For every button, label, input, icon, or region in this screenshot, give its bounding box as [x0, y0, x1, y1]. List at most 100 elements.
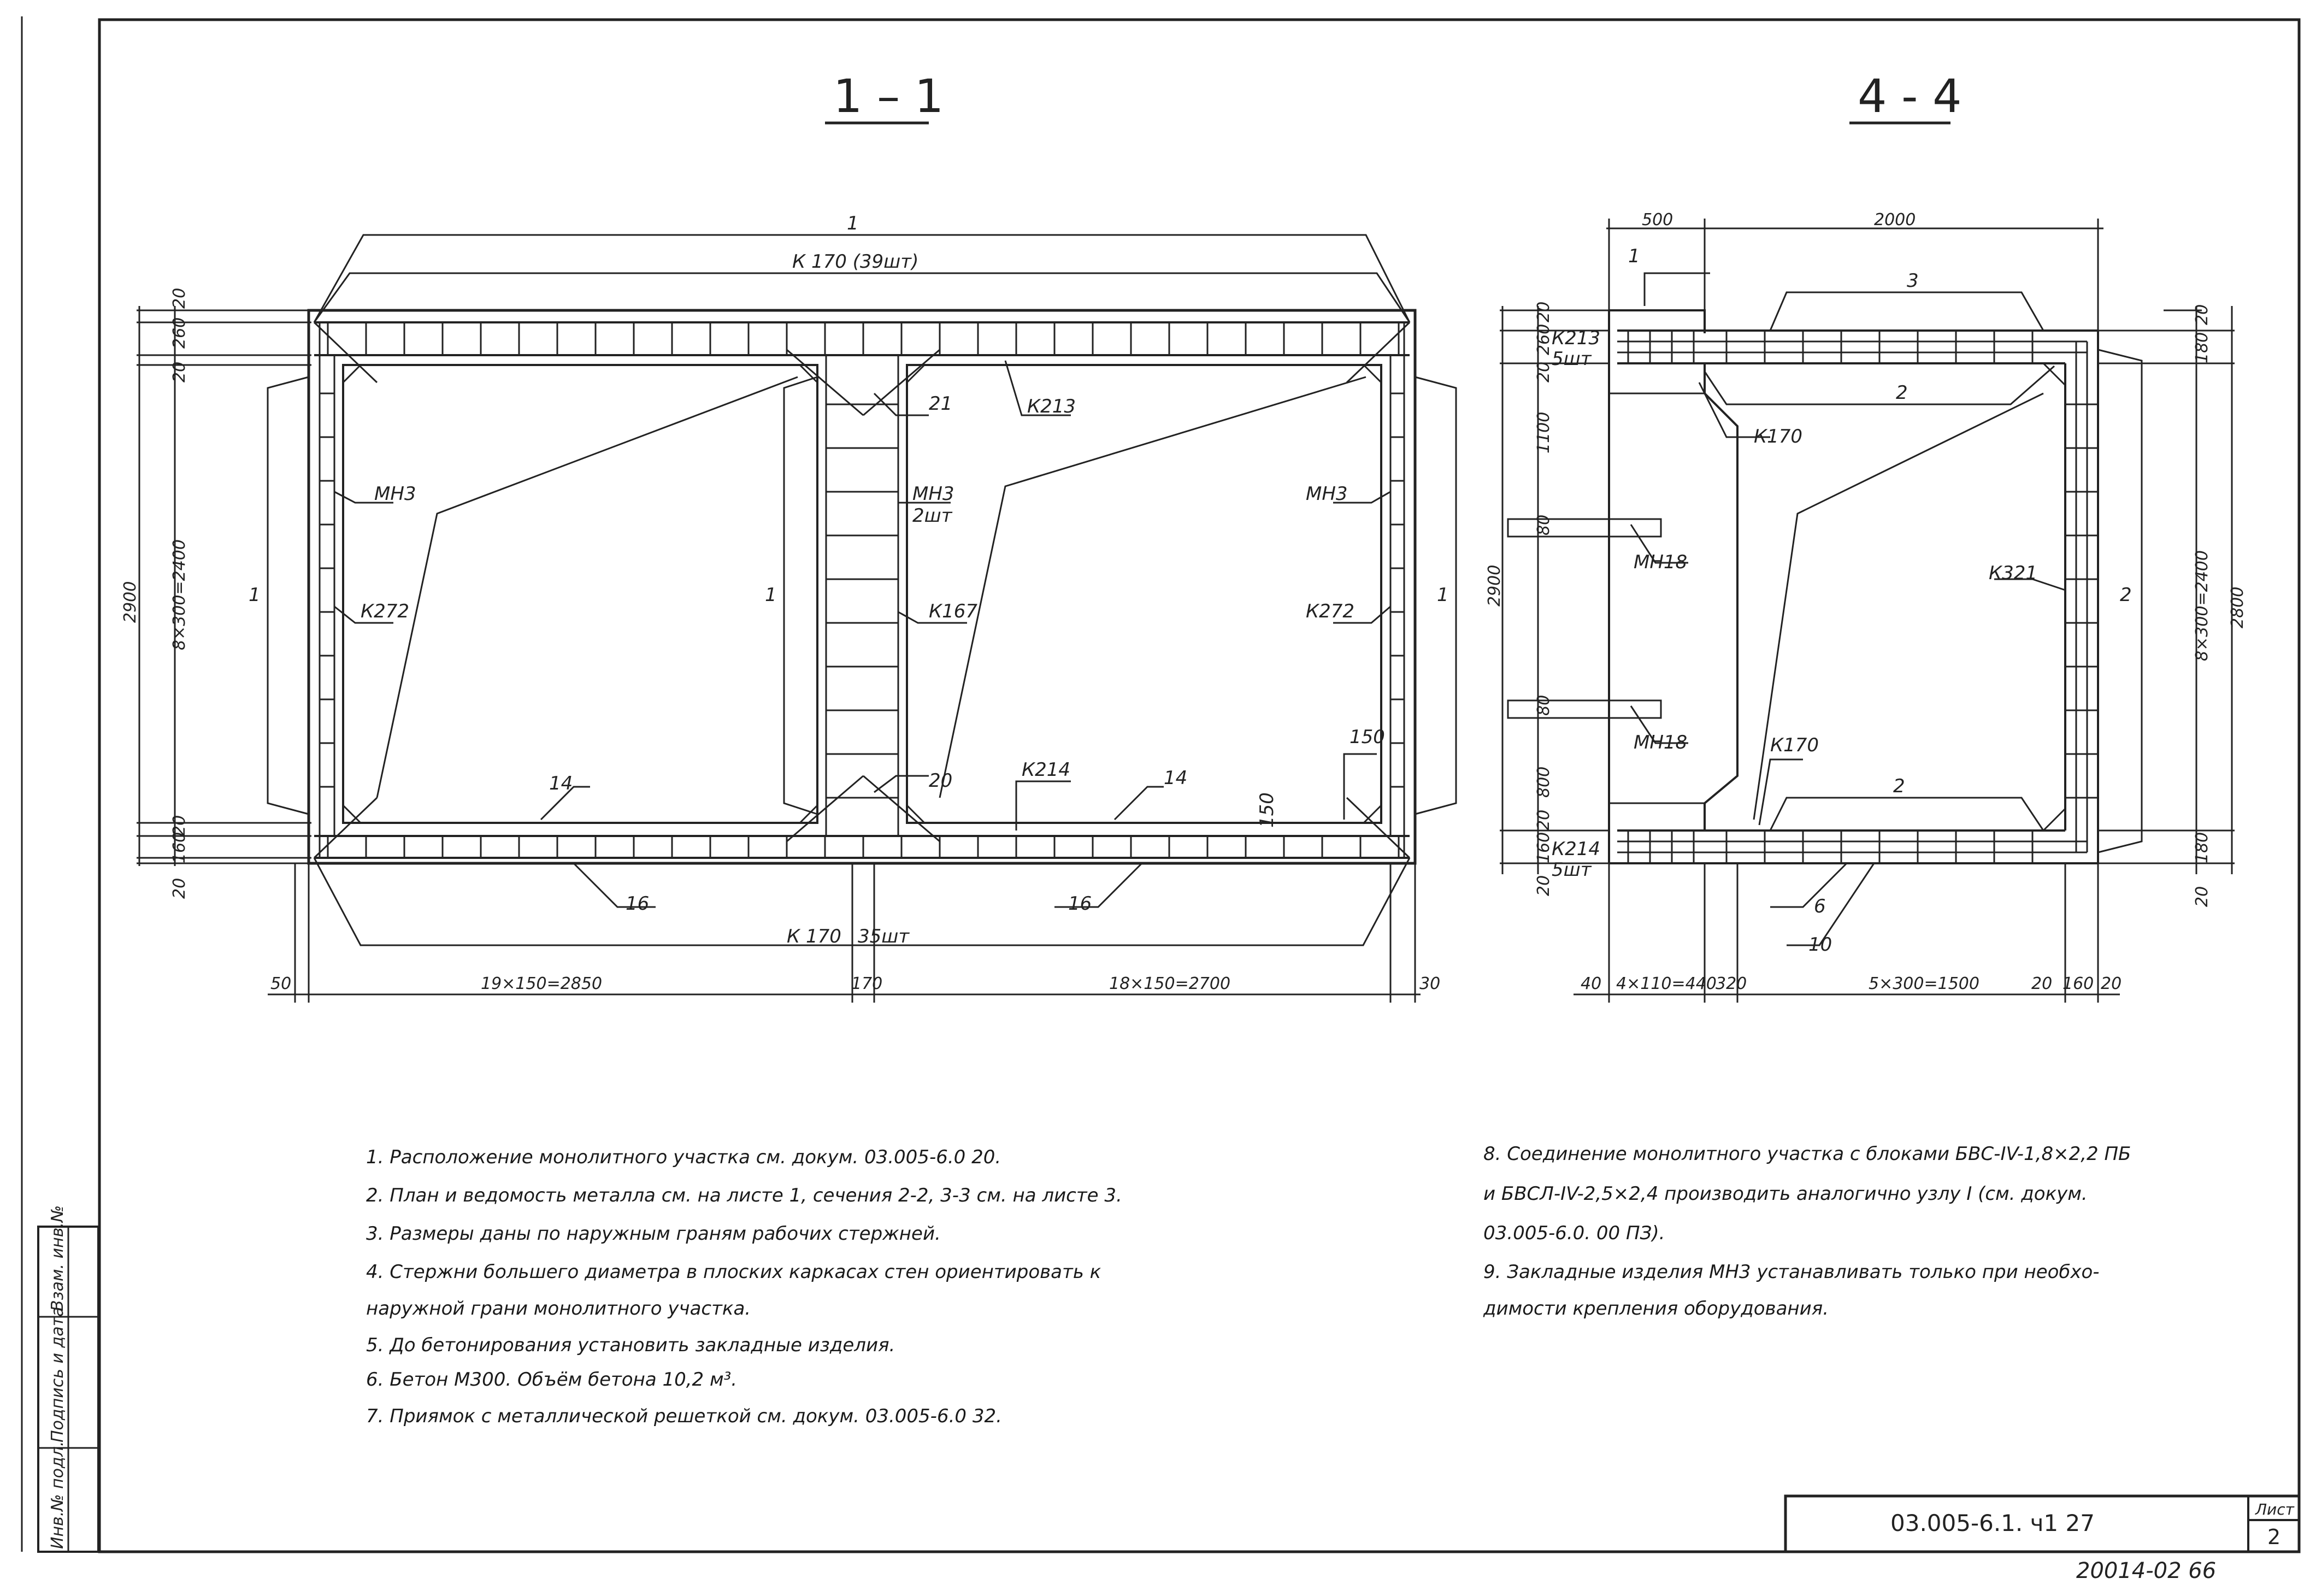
callout-4-k213: К213: [1552, 327, 1600, 349]
stamp-inv-orig: Инв.№ подл.: [48, 1441, 67, 1549]
callout-150-a: 150: [1350, 726, 1385, 748]
callout-k167: К167: [929, 600, 977, 622]
callout-k170-top: К 170 (39шт): [792, 251, 918, 273]
callout-k272-right: К272: [1306, 600, 1354, 622]
callout-mn3-left: МН3: [374, 483, 416, 505]
dim-4-l20a: 20: [1534, 302, 1553, 322]
dim-4-r180b: 180: [2193, 832, 2212, 863]
dim-4-b20a: 20: [2031, 974, 2052, 993]
callout-k214: К214: [1022, 759, 1070, 781]
note-1: 1. Расположение монолитного участка см. …: [366, 1146, 1001, 1168]
dim-bays: 8×300=2400: [170, 539, 189, 650]
note-5: 5. До бетонирования установить закладные…: [366, 1334, 895, 1356]
callout-1-top: 1: [847, 213, 859, 234]
callout-20: 20: [929, 770, 952, 792]
dim-20-top: 20: [170, 288, 189, 309]
callout-4-2-bot: 2: [1893, 775, 1905, 797]
callout-21: 21: [929, 393, 952, 415]
dim-4-l260: 260: [1534, 324, 1553, 355]
callout-4-6: 6: [1814, 896, 1826, 917]
title-block: [1784, 1494, 2301, 1553]
callout-mn3-mid: МН3: [912, 483, 954, 505]
note-9: 9. Закладные изделия МН3 устанавливать т…: [1483, 1261, 2100, 1283]
dim-20-c: 20: [170, 815, 189, 836]
note-4b: наружной грани монолитного участка.: [366, 1298, 751, 1320]
dim-4-l2900: 2900: [1485, 565, 1504, 606]
callout-k213: К213: [1027, 396, 1076, 417]
callout-k170-bottom-qty: 35шт: [858, 926, 910, 947]
note-8b: и БВСЛ-IV-2,5×2,4 производить аналогично…: [1483, 1183, 2088, 1205]
callout-4-k213-qty: 5шт: [1552, 348, 1592, 370]
dim-4-l1100: 1100: [1534, 412, 1553, 454]
callout-4-k170-b: К170: [1770, 734, 1819, 756]
stamp-sign-date: Подпись и дата: [48, 1307, 67, 1443]
callout-1-left: 1: [249, 584, 261, 606]
dim-18x150: 18×150=2700: [1109, 974, 1230, 993]
dim-20-b: 20: [170, 362, 189, 382]
callout-14-left: 14: [549, 773, 573, 794]
dim-30: 30: [1419, 974, 1440, 993]
sheet-label: Лист: [2255, 1500, 2295, 1518]
dim-50: 50: [270, 974, 291, 993]
dim-160: 160: [170, 832, 189, 863]
note-8: 8. Соединение монолитного участка с блок…: [1483, 1143, 2131, 1165]
callout-4-mn18-a: МН18: [1634, 551, 1687, 573]
dim-4-b40: 40: [1581, 974, 1601, 993]
callout-4-3: 3: [1907, 270, 1919, 292]
dim-4-b20b: 20: [2101, 974, 2122, 993]
sheet-number: 2: [2267, 1525, 2280, 1549]
callout-16-left: 16: [626, 893, 649, 915]
callout-14-right: 14: [1164, 767, 1187, 789]
dim-4-b4x110: 4×110=440: [1616, 974, 1717, 993]
callout-4-2-right: 2: [2120, 584, 2132, 606]
dim-4-l20c: 20: [1534, 810, 1553, 831]
leaders-4-4: [1630, 272, 2202, 946]
callout-k272-left: К272: [361, 600, 409, 622]
frame-4-4: [1507, 309, 2099, 864]
callout-16-right: 16: [1068, 893, 1092, 915]
dim-4-b320: 320: [1716, 974, 1747, 993]
dims-4-4: [1500, 219, 2235, 1003]
section-1-1-title: 1 – 1: [833, 69, 944, 123]
dim-4-l80a: 80: [1534, 515, 1553, 535]
dim-20-bot: 20: [170, 878, 189, 899]
callout-1-mid: 1: [765, 584, 777, 606]
note-6: 6. Бетон М300. Объём бетона 10,2 м³.: [366, 1369, 738, 1391]
sheet-frame: [21, 16, 2301, 1553]
callout-4-1: 1: [1628, 245, 1640, 267]
dim-4-2000: 2000: [1874, 210, 1916, 229]
callout-4-mn18-b: МН18: [1634, 732, 1687, 753]
rebar-pattern-4-4: [1617, 331, 2098, 863]
dims-1-1: [137, 306, 1421, 1003]
archive-number: 20014-02 66: [2076, 1558, 2216, 1583]
dim-4-r180a: 180: [2193, 332, 2212, 363]
doc-number: 03.005-6.1. ч1 27: [1890, 1510, 2095, 1536]
note-7: 7. Приямок с металлической решеткой см. …: [366, 1405, 1002, 1427]
callout-1-right: 1: [1437, 584, 1449, 606]
rebar-pattern-1-1: [320, 322, 1404, 858]
callout-4-2-top: 2: [1896, 382, 1908, 404]
note-4: 4. Стержни большего диаметра в плоских к…: [366, 1261, 1101, 1283]
callout-4-10: 10: [1808, 934, 1832, 956]
dim-4-500: 500: [1642, 210, 1673, 229]
dim-4-r20b: 20: [2193, 886, 2212, 907]
callout-4-k321: К321: [1989, 562, 2037, 584]
note-3: 3. Размеры даны по наружным граням рабоч…: [366, 1223, 941, 1245]
callout-4-k214-qty: 5шт: [1552, 859, 1592, 881]
callout-mn3-mid-qty: 2шт: [912, 505, 953, 527]
dim-170: 170: [851, 974, 882, 993]
callout-4-k170-a: К170: [1754, 426, 1802, 447]
callout-4-k214: К214: [1552, 838, 1600, 860]
dim-260: 260: [170, 317, 189, 349]
dim-4-r2800: 2800: [2228, 587, 2247, 628]
dim-4-l80b: 80: [1534, 695, 1553, 716]
dim-2900: 2900: [121, 581, 140, 623]
stamp-inv-dup: Взам. инв.№: [48, 1205, 67, 1311]
note-2: 2. План и ведомость металла см. на листе…: [366, 1185, 1122, 1206]
callout-150-b: 150: [1256, 792, 1278, 828]
dim-4-rbays: 8×300=2400: [2193, 550, 2212, 661]
dim-4-r20a: 20: [2193, 304, 2212, 325]
leaders-1-1: [267, 234, 1457, 946]
callout-k170-bottom: К 170: [787, 926, 841, 947]
